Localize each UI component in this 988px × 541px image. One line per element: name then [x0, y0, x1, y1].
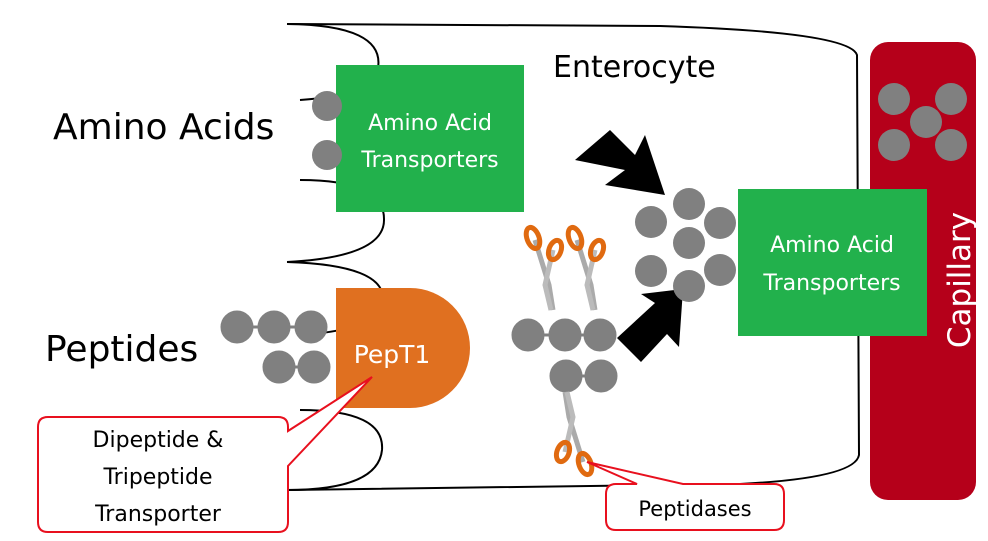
pept1-callout-line2: Tripeptide	[102, 465, 212, 490]
peptidases-callout	[586, 461, 785, 531]
capillary-amino-acids	[878, 83, 967, 161]
pept1-label: PepT1	[354, 340, 431, 369]
intracellular-tripeptide	[511, 318, 617, 352]
basolateral-amino-acid-transporter	[738, 189, 927, 336]
apical-amino-acid-transporter	[336, 65, 524, 212]
basolateral-transporter-line2: Transporters	[762, 271, 900, 296]
pept1-callout-line3: Transporter	[94, 502, 222, 527]
enterocyte-membrane	[286, 23, 861, 491]
lumen-dipeptide	[262, 350, 331, 384]
scissors-icon	[565, 224, 607, 311]
peptides-label: Peptides	[45, 329, 198, 370]
apical-transporter-line2: Transporters	[360, 148, 498, 173]
apical-transporter-line1: Amino Acid	[368, 111, 492, 136]
capillary-label: Capillary	[942, 212, 978, 348]
lumen-amino-acids	[312, 91, 342, 170]
amino-acids-label: Amino Acids	[53, 107, 274, 148]
scissors-icon	[523, 224, 565, 311]
lumen-tripeptide	[220, 310, 328, 344]
free-amino-acids	[635, 188, 736, 302]
basolateral-transporter-line1: Amino Acid	[770, 233, 894, 258]
scissors-icon	[553, 391, 595, 478]
pept1-callout	[37, 376, 373, 533]
peptidases-callout-label: Peptidases	[638, 497, 751, 521]
intracellular-dipeptide	[549, 359, 618, 393]
enterocyte-label: Enterocyte	[553, 50, 716, 85]
arrow-icon	[617, 289, 683, 362]
arrow-icon	[575, 130, 665, 195]
pept1-callout-line1: Dipeptide &	[93, 428, 224, 453]
